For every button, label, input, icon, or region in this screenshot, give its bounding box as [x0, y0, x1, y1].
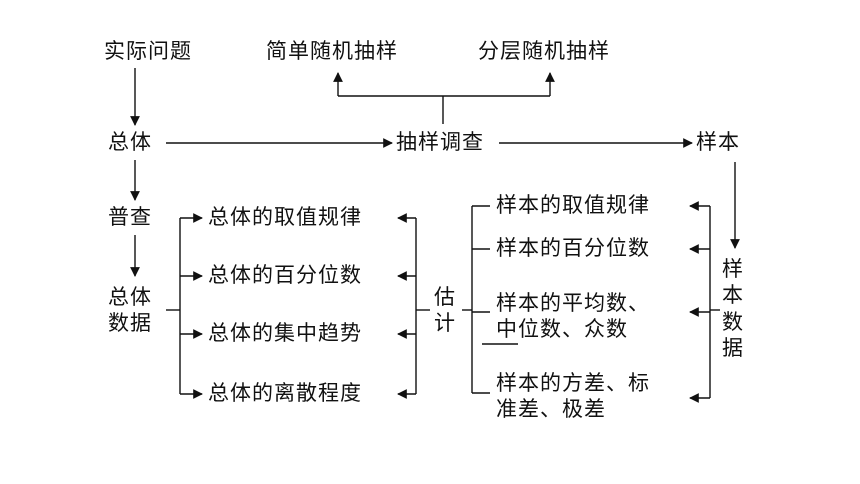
sample-center-line-1: 样本的平均数、	[496, 291, 650, 315]
label-sample-data: 样 本 数 据	[722, 256, 744, 361]
label-stratified-random-sampling: 分层随机抽样	[478, 39, 610, 63]
label-sampling-survey: 抽样调查	[396, 130, 484, 154]
sample-dispersion-line-2: 准差、极差	[496, 397, 606, 422]
population-data-line-2: 数据	[108, 311, 152, 336]
population-item-dispersion: 总体的离散程度	[208, 381, 362, 405]
label-population-data: 总体 数据	[108, 284, 152, 337]
sample-item-distribution: 样本的取值规律	[496, 193, 650, 217]
estimate-char-1: 估	[434, 285, 456, 309]
sample-item-percentile: 样本的百分位数	[496, 236, 650, 260]
label-simple-random-sampling: 简单随机抽样	[266, 39, 398, 63]
label-real-problem: 实际问题	[104, 39, 192, 63]
sample-data-char-3: 数	[722, 309, 744, 334]
sample-center-line-2: 中位数、众数	[496, 317, 628, 342]
sample-item-central-tendency: 样本的平均数、 中位数、众数	[496, 290, 650, 343]
label-sample: 样本	[696, 130, 740, 154]
label-estimate: 估 计	[434, 284, 456, 337]
population-data-line-1: 总体	[108, 285, 152, 309]
population-item-percentile: 总体的百分位数	[208, 263, 362, 287]
label-population: 总体	[108, 130, 152, 154]
estimate-char-2: 计	[434, 311, 456, 336]
label-census: 普查	[108, 205, 152, 229]
population-item-distribution: 总体的取值规律	[208, 205, 362, 229]
sample-dispersion-line-1: 样本的方差、标	[496, 371, 650, 395]
sample-data-char-1: 样	[722, 257, 744, 281]
sample-data-char-2: 本	[722, 283, 744, 308]
sample-data-char-4: 据	[722, 335, 744, 360]
sample-item-dispersion: 样本的方差、标 准差、极差	[496, 370, 650, 423]
population-item-central-tendency: 总体的集中趋势	[208, 321, 362, 345]
